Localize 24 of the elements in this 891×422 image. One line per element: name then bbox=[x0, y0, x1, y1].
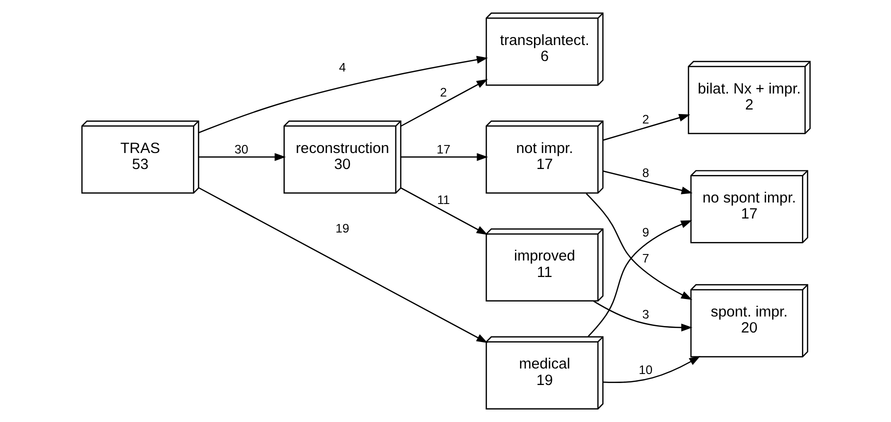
arrow bbox=[400, 187, 488, 235]
edge-label: 7 bbox=[642, 251, 649, 266]
arrow bbox=[198, 187, 488, 343]
arrow bbox=[400, 153, 488, 161]
arrow bbox=[198, 153, 286, 161]
edge-label: 2 bbox=[642, 112, 649, 127]
arrow bbox=[602, 170, 692, 194]
arrow bbox=[585, 193, 692, 300]
arrow bbox=[602, 356, 700, 383]
edge-label: 3 bbox=[642, 307, 649, 322]
edge-label: 17 bbox=[436, 142, 450, 156]
edge-label: 9 bbox=[642, 225, 649, 240]
edge-label: 10 bbox=[638, 363, 652, 378]
edge-label: 2 bbox=[440, 85, 446, 100]
arrow bbox=[587, 220, 692, 337]
edge-label: 4 bbox=[338, 60, 346, 74]
edge-label: 11 bbox=[436, 193, 450, 208]
edge-label: 8 bbox=[642, 166, 649, 180]
arrow bbox=[198, 56, 488, 134]
arrow bbox=[592, 300, 692, 332]
edge-label: 30 bbox=[234, 142, 248, 156]
arrow bbox=[602, 114, 690, 141]
arrow bbox=[400, 79, 488, 127]
edge-label: 19 bbox=[335, 222, 349, 236]
